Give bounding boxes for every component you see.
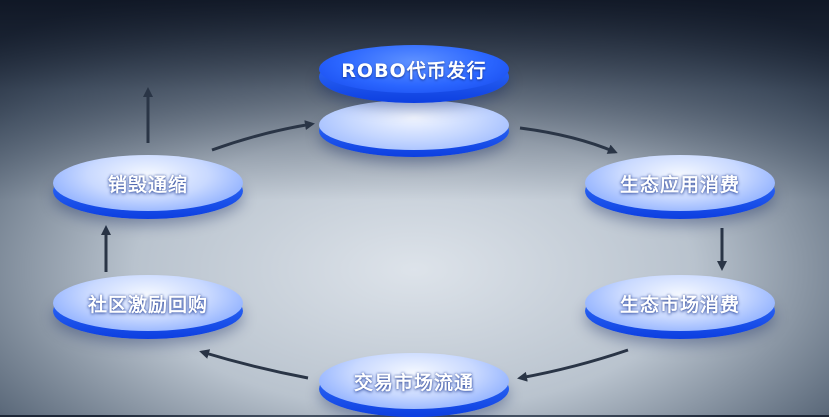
node-label-burn: 销毁通缩 [108,170,188,197]
arrow-to-issue [212,124,312,150]
trade-disk-top: 交易市场流通 [319,353,509,409]
issue-plate [319,100,509,150]
node-label-eco-market: 生态市场消费 [620,290,740,317]
node-label-community: 社区激励回购 [88,290,208,317]
arrow-to-community [202,352,308,378]
node-label-trade: 交易市场流通 [354,368,474,395]
burn-disk-top: 销毁通缩 [53,155,243,211]
issue-disk-top: ROBO代币发行 [319,45,509,93]
node-eco-app: 生态应用消费 [585,155,775,219]
eco-app-disk-top: 生态应用消费 [585,155,775,211]
node-robo-issue: ROBO代币发行 [319,45,509,157]
node-label-issue: ROBO代币发行 [341,56,486,83]
node-burn: 销毁通缩 [53,155,243,219]
node-community: 社区激励回购 [53,275,243,339]
node-label-eco-app: 生态应用消费 [620,170,740,197]
eco-market-disk-top: 生态市场消费 [585,275,775,331]
node-trade: 交易市场流通 [319,353,509,417]
arrow-to-trade [520,350,628,378]
node-eco-market: 生态市场消费 [585,275,775,339]
community-disk-top: 社区激励回购 [53,275,243,331]
arrow-to-eco-app [520,128,615,152]
